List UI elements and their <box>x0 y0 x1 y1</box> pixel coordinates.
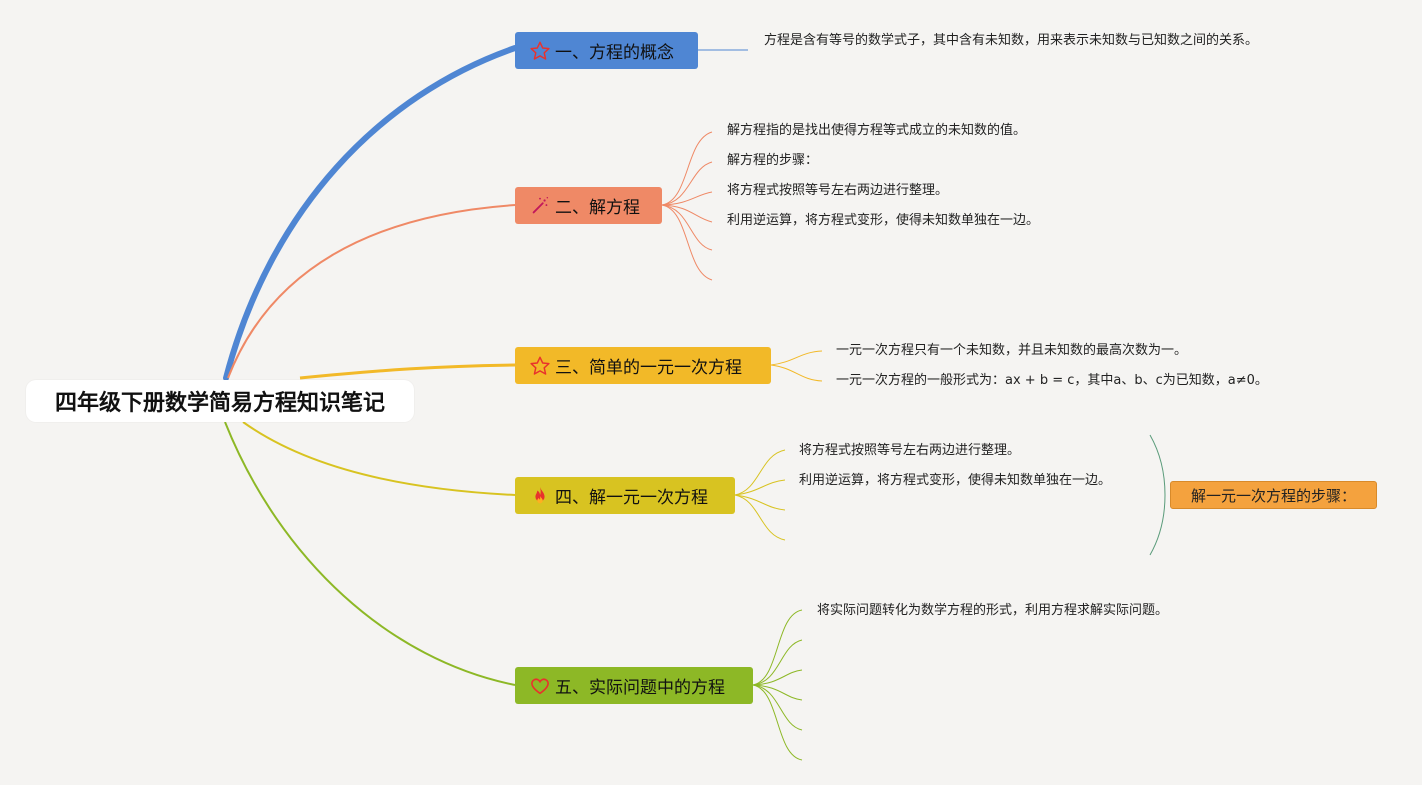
connector-leaf-4-1 <box>734 449 786 496</box>
connector-leaf-5-4 <box>752 684 803 701</box>
branch-concept[interactable]: 一、方程的概念 <box>515 32 698 69</box>
branch-solve-equation[interactable]: 二、解方程 <box>515 187 662 224</box>
connector-branch-2 <box>227 204 516 379</box>
branch-solve-linear-equation[interactable]: 四、解一元一次方程 <box>515 477 735 514</box>
connector-leaf-4-2 <box>734 479 786 496</box>
connector-leaf-2-5 <box>661 204 713 251</box>
summary-bracket <box>1149 434 1166 556</box>
branch-label: 一、方程的概念 <box>555 43 674 63</box>
leaf-text[interactable]: 一元一次方程的一般形式为：ax + b = c，其中a、b、c为已知数，a≠0。 <box>836 373 1268 388</box>
root-topic[interactable]: 四年级下册数学简易方程知识笔记 <box>26 380 414 422</box>
connector-leaf-2-1 <box>661 131 713 206</box>
connector-leaf-4-4 <box>734 494 786 541</box>
connector-leaf-3-2 <box>770 364 823 382</box>
branch-label: 三、简单的一元一次方程 <box>555 358 742 378</box>
fire-icon <box>529 485 551 507</box>
leaf-text[interactable]: 解方程指的是找出使得方程等式成立的未知数的值。 <box>727 123 1027 138</box>
connector-leaf-5-1 <box>752 609 803 686</box>
branch-label: 五、实际问题中的方程 <box>555 678 725 698</box>
connector-leaf-2-4 <box>661 204 713 223</box>
connector-leaf-5-2 <box>752 639 803 686</box>
connector-branch-4 <box>242 421 516 496</box>
branch-practical-equation[interactable]: 五、实际问题中的方程 <box>515 667 753 704</box>
connector-leaf-5-5 <box>752 684 803 731</box>
connector-branch-3 <box>299 363 516 380</box>
connector-branch-1 <box>223 45 518 381</box>
branch-label: 四、解一元一次方程 <box>555 488 708 508</box>
star-outline-icon <box>529 40 551 62</box>
connector-leaf-2-6 <box>661 204 713 281</box>
connector-branch-5 <box>224 421 516 686</box>
heart-outline-icon <box>529 675 551 697</box>
star-outline-icon <box>529 355 551 377</box>
branch-linear-equation[interactable]: 三、简单的一元一次方程 <box>515 347 771 384</box>
connector-leaf-3-1 <box>770 350 823 366</box>
leaf-text[interactable]: 一元一次方程只有一个未知数，并且未知数的最高次数为一。 <box>836 343 1188 358</box>
connector-leaf-2-3 <box>661 191 713 206</box>
leaf-text[interactable]: 将方程式按照等号左右两边进行整理。 <box>727 183 949 198</box>
summary-label: 解一元一次方程的步骤： <box>1190 486 1356 505</box>
leaf-text[interactable]: 利用逆运算，将方程式变形，使得未知数单独在一边。 <box>799 473 1112 488</box>
summary-topic[interactable]: 解一元一次方程的步骤： <box>1170 481 1377 509</box>
connector-leaf-2-2 <box>661 161 713 206</box>
leaf-text[interactable]: 解方程的步骤： <box>727 153 819 168</box>
connector-leaf-5-6 <box>752 684 803 761</box>
leaf-text[interactable]: 方程是含有等号的数学式子，其中含有未知数，用来表示未知数与已知数之间的关系。 <box>764 33 1259 48</box>
connector-leaf-4-3 <box>734 494 786 511</box>
leaf-text[interactable]: 将方程式按照等号左右两边进行整理。 <box>799 443 1021 458</box>
magic-wand-icon <box>529 195 551 217</box>
root-title: 四年级下册数学简易方程知识笔记 <box>54 391 385 416</box>
branch-label: 二、解方程 <box>555 198 640 218</box>
leaf-text[interactable]: 将实际问题转化为数学方程的形式，利用方程求解实际问题。 <box>817 603 1169 618</box>
connector-leaf-5-3 <box>752 669 803 686</box>
leaf-text[interactable]: 利用逆运算，将方程式变形，使得未知数单独在一边。 <box>727 213 1040 228</box>
